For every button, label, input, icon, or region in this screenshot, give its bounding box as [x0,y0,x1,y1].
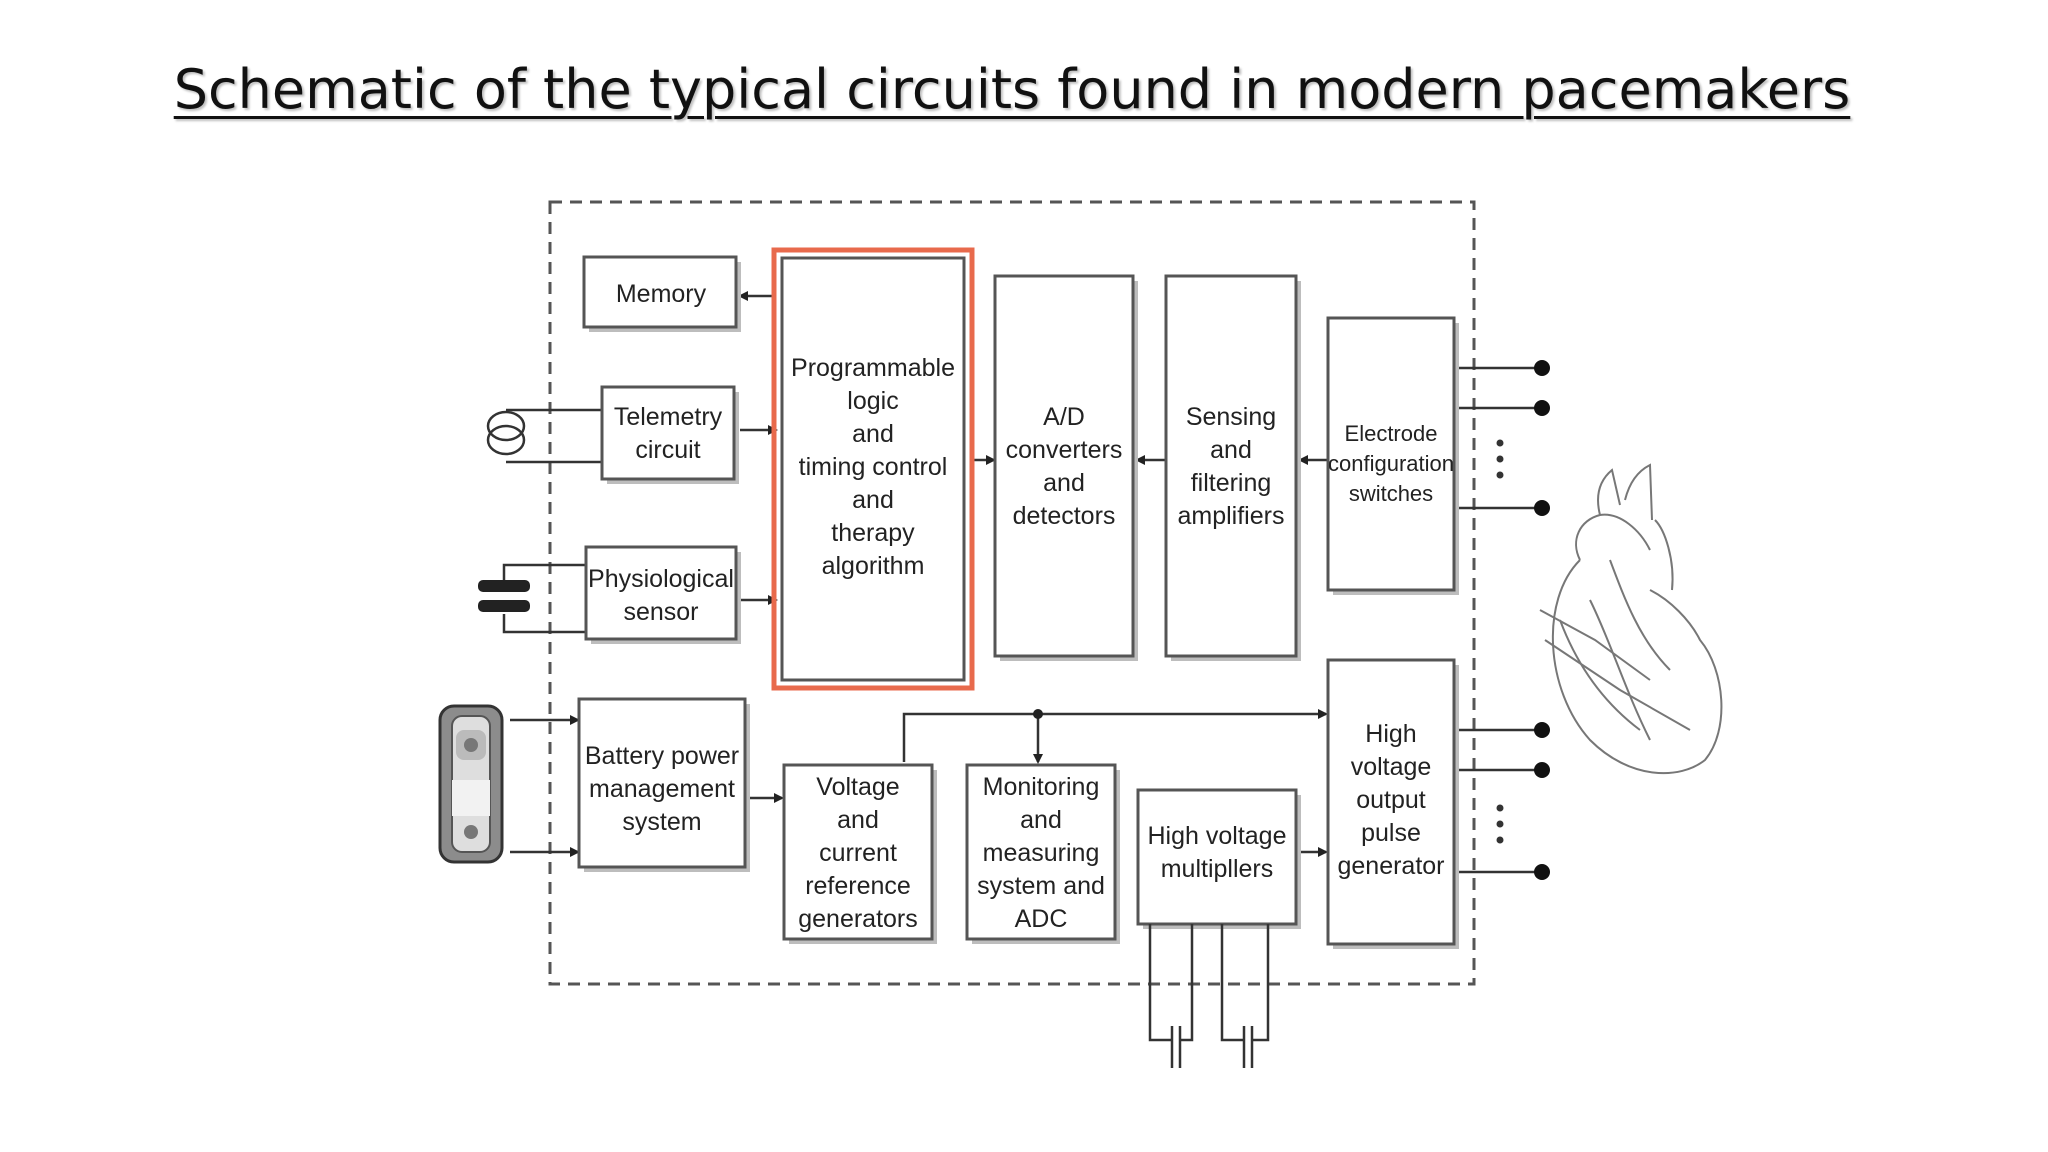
memory-label-line: Memory [616,280,707,308]
telemetry-label-line: circuit [635,436,700,464]
sensing-label-line: Sensing [1186,403,1276,431]
sensing-amplifiers-block: Sensing and filtering amplifiers [1164,274,1301,661]
voltage-label-line: and [837,806,879,834]
physiological-sensor-block: Physiological sensor [584,545,741,644]
sensor-icon [478,563,540,634]
coil-icon [486,408,526,464]
ad-label-line: converters [1006,436,1123,464]
svg-text:Memory: Memory [616,280,707,308]
voltage-label-line: generators [798,905,918,933]
physio-label-line: Physiological [588,565,734,593]
memory-block: Memory [582,255,741,332]
hvout-label-line: High [1365,720,1416,748]
voltage-reference-block: Voltage and current reference generators [782,763,937,944]
logic-label-line: logic [847,387,898,415]
electrode-switches-block: Electrode configuration switches [1326,316,1459,595]
signal-wires [510,291,1550,880]
heart-icon [1539,463,1723,775]
battery-label-line: Battery power [585,742,739,770]
monitoring-label-line: and [1020,806,1062,834]
voltage-label-line: current [819,839,897,867]
battery-icon [438,704,504,864]
high-voltage-output-block: High voltage output pulse generator [1326,658,1459,949]
electrode-label-line: Electrode [1345,421,1438,446]
voltage-label-line: reference [805,872,911,900]
logic-label-line: therapy [831,519,915,547]
electrode-label-line: configuration [1328,451,1454,476]
ad-label-line: and [1043,469,1085,497]
capacitor-icon [1148,924,1270,1068]
monitoring-label-line: measuring [983,839,1100,867]
monitoring-label-line: ADC [1015,905,1068,933]
battery-label-line: management [589,775,735,803]
electrode-label-line: switches [1349,481,1433,506]
device-enclosure [548,200,1476,986]
hvout-label-line: voltage [1351,753,1432,781]
sensing-label-line: amplifiers [1178,502,1285,530]
hvout-label-line: pulse [1361,819,1421,847]
battery-label-line: system [622,808,701,836]
programmable-logic-block: Programmable logic and timing control and the… [771,247,975,691]
sensing-label-line: and [1210,436,1252,464]
ad-label-line: detectors [1013,502,1116,530]
telemetry-block: Telemetry circuit [600,385,739,484]
logic-label-line: and [852,420,894,448]
physio-label-line: sensor [623,598,698,626]
sensing-label-line: filtering [1191,469,1272,497]
battery-management-block: Battery power management system [577,697,750,872]
page-title: Schematic of the typical circuits found … [173,58,1851,121]
monitoring-label-line: system and [977,872,1105,900]
hvmult-label-line: multipllers [1161,855,1274,883]
monitoring-label-line: Monitoring [983,773,1100,801]
logic-label-line: and [852,486,894,514]
ad-label-line: A/D [1043,403,1085,431]
logic-label-line: Programmable [791,354,955,382]
hvout-label-line: generator [1337,852,1444,880]
high-voltage-multipliers-block: High voltage multipllers [1136,788,1301,929]
hvmult-label-line: High voltage [1148,822,1287,850]
voltage-label-line: Voltage [816,773,899,801]
telemetry-label-line: Telemetry [614,403,723,431]
logic-label-line: algorithm [822,552,925,580]
hvout-label-line: output [1356,786,1426,814]
logic-label-line: timing control [799,453,948,481]
ad-converters-block: A/D converters and detectors [993,274,1138,661]
